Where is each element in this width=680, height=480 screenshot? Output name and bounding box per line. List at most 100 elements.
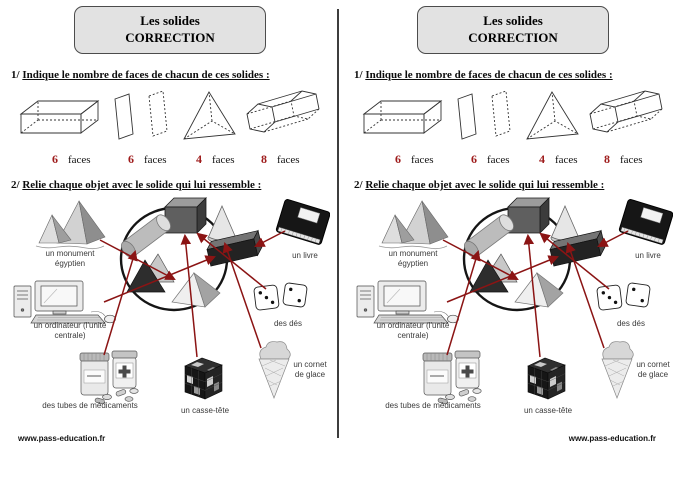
thin-box-wireframe-icon bbox=[457, 90, 511, 140]
question-2-number: 2/ bbox=[11, 179, 20, 191]
footer-url: www.pass-education.fr bbox=[568, 434, 656, 443]
answer-faces-4: 8 faces bbox=[604, 152, 643, 167]
thin-box-wireframe-icon bbox=[114, 90, 168, 140]
arrow-tubes-to-cylinder bbox=[446, 249, 481, 356]
dice-image bbox=[253, 282, 308, 311]
correction-arrows bbox=[442, 230, 629, 358]
answer-2-unit: faces bbox=[144, 154, 167, 166]
answer-2-unit: faces bbox=[487, 154, 510, 166]
arrow-puzzle-to-cube bbox=[523, 233, 541, 358]
pyramid-wireframe-icon bbox=[183, 91, 236, 140]
cuboid-wireframe-icon bbox=[362, 100, 443, 134]
answer-1-unit: faces bbox=[411, 154, 434, 166]
answer-4-value: 8 bbox=[261, 152, 267, 166]
pyramids-image bbox=[35, 200, 106, 250]
answer-faces-2: 6 faces bbox=[471, 152, 510, 167]
question-2-heading: 2/ Relie chaque objet avec le solide qui… bbox=[11, 179, 261, 191]
title-line2: CORRECTION bbox=[125, 30, 215, 45]
cube-solid bbox=[164, 197, 207, 234]
pyramid-dark-solid bbox=[126, 253, 175, 293]
label-dice: des dés bbox=[273, 319, 303, 328]
pyramids-image bbox=[378, 200, 449, 250]
puzzle-cube-image bbox=[184, 357, 223, 400]
question-2-text: Relie chaque objet avec le solide qui lu… bbox=[22, 179, 262, 191]
title-line1: Les solides bbox=[140, 13, 200, 29]
book-image bbox=[618, 199, 673, 245]
arrow-icecream-to-cone bbox=[222, 242, 262, 349]
answer-4-unit: faces bbox=[620, 154, 643, 166]
answer-2-value: 6 bbox=[471, 152, 477, 166]
answer-1-unit: faces bbox=[68, 154, 91, 166]
question-1-text: Indique le nombre de faces de chacun de … bbox=[22, 69, 270, 81]
arrow-book-to-box bbox=[254, 230, 286, 247]
arrow-dice-to-cube bbox=[539, 232, 610, 290]
label-monument: un monument égyptien bbox=[388, 249, 438, 269]
answer-1-value: 6 bbox=[395, 152, 401, 166]
ice-cream-cone-image bbox=[258, 341, 291, 399]
worksheet-page: Les solides CORRECTION 1/ Indique le nom… bbox=[0, 0, 337, 480]
label-monument: un monument égyptien bbox=[45, 249, 95, 269]
ice-cream-cone-image bbox=[601, 341, 634, 399]
label-dice: des dés bbox=[616, 319, 646, 328]
correction-arrows bbox=[99, 230, 286, 358]
arrow-tubes-to-cylinder bbox=[103, 249, 138, 356]
question-2-number: 2/ bbox=[354, 179, 363, 191]
cuboid-wireframe-icon bbox=[19, 100, 100, 134]
puzzle-cube-image bbox=[527, 357, 566, 400]
label-medicine-tubes: des tubes de médicaments bbox=[42, 401, 138, 410]
answer-faces-3: 4 faces bbox=[539, 152, 578, 167]
question-1-text: Indique le nombre de faces de chacun de … bbox=[365, 69, 613, 81]
cube-solid bbox=[507, 197, 550, 234]
solids-wireframes-row bbox=[19, 90, 320, 140]
answer-1-value: 6 bbox=[52, 152, 58, 166]
hexagonal-prism-wireframe-icon bbox=[589, 90, 663, 133]
answer-faces-1: 6 faces bbox=[395, 152, 434, 167]
title-box: Les solides CORRECTION bbox=[417, 6, 609, 54]
arrow-dice-to-cube bbox=[196, 232, 267, 290]
title-line2: CORRECTION bbox=[468, 30, 558, 45]
label-puzzle: un casse-tête bbox=[523, 406, 573, 415]
computer-image bbox=[356, 280, 459, 324]
worksheet-page: Les solides CORRECTION 1/ Indique le nom… bbox=[343, 0, 680, 480]
pyramid-solid bbox=[514, 272, 564, 308]
matching-diagram-art bbox=[13, 197, 330, 405]
solids-wireframes-row bbox=[362, 90, 663, 140]
label-computer: un ordinateur (l'unité centrale) bbox=[33, 321, 107, 341]
answer-4-value: 8 bbox=[604, 152, 610, 166]
answer-3-unit: faces bbox=[555, 154, 578, 166]
book-image bbox=[275, 199, 330, 245]
pyramid-solid bbox=[171, 272, 221, 308]
label-book: un livre bbox=[635, 251, 661, 260]
matching-diagram: un monument égyptien un livre un ordinat… bbox=[8, 194, 330, 430]
answer-faces-2: 6 faces bbox=[128, 152, 167, 167]
label-computer: un ordinateur (l'unité centrale) bbox=[376, 321, 450, 341]
question-2-text: Relie chaque objet avec le solide qui lu… bbox=[365, 179, 605, 191]
question-1-heading: 1/ Indique le nombre de faces de chacun … bbox=[11, 69, 270, 81]
answer-faces-1: 6 faces bbox=[52, 152, 91, 167]
matching-diagram: un monument égyptien un livre un ordinat… bbox=[351, 194, 673, 430]
question-1-heading: 1/ Indique le nombre de faces de chacun … bbox=[354, 69, 613, 81]
computer-image bbox=[13, 280, 116, 324]
answer-2-value: 6 bbox=[128, 152, 134, 166]
pyramid-dark-solid bbox=[469, 253, 518, 293]
page-divider bbox=[337, 9, 339, 438]
answer-3-value: 4 bbox=[539, 152, 545, 166]
label-medicine-tubes: des tubes de médicaments bbox=[385, 401, 481, 410]
arrow-icecream-to-cone bbox=[565, 242, 605, 349]
title-box: Les solides CORRECTION bbox=[74, 6, 266, 54]
arrow-puzzle-to-cube bbox=[180, 233, 198, 358]
medicine-tubes-image bbox=[79, 350, 139, 405]
answer-3-value: 4 bbox=[196, 152, 202, 166]
question-2-heading: 2/ Relie chaque objet avec le solide qui… bbox=[354, 179, 604, 191]
dice-image bbox=[596, 282, 651, 311]
answer-faces-3: 4 faces bbox=[196, 152, 235, 167]
answer-3-unit: faces bbox=[212, 154, 235, 166]
label-book: un livre bbox=[292, 251, 318, 260]
label-ice-cream: un cornet de glace bbox=[636, 360, 670, 380]
medicine-tubes-image bbox=[422, 350, 482, 405]
footer-url: www.pass-education.fr bbox=[18, 434, 106, 443]
title-line1: Les solides bbox=[483, 13, 543, 29]
question-1-number: 1/ bbox=[354, 69, 363, 81]
